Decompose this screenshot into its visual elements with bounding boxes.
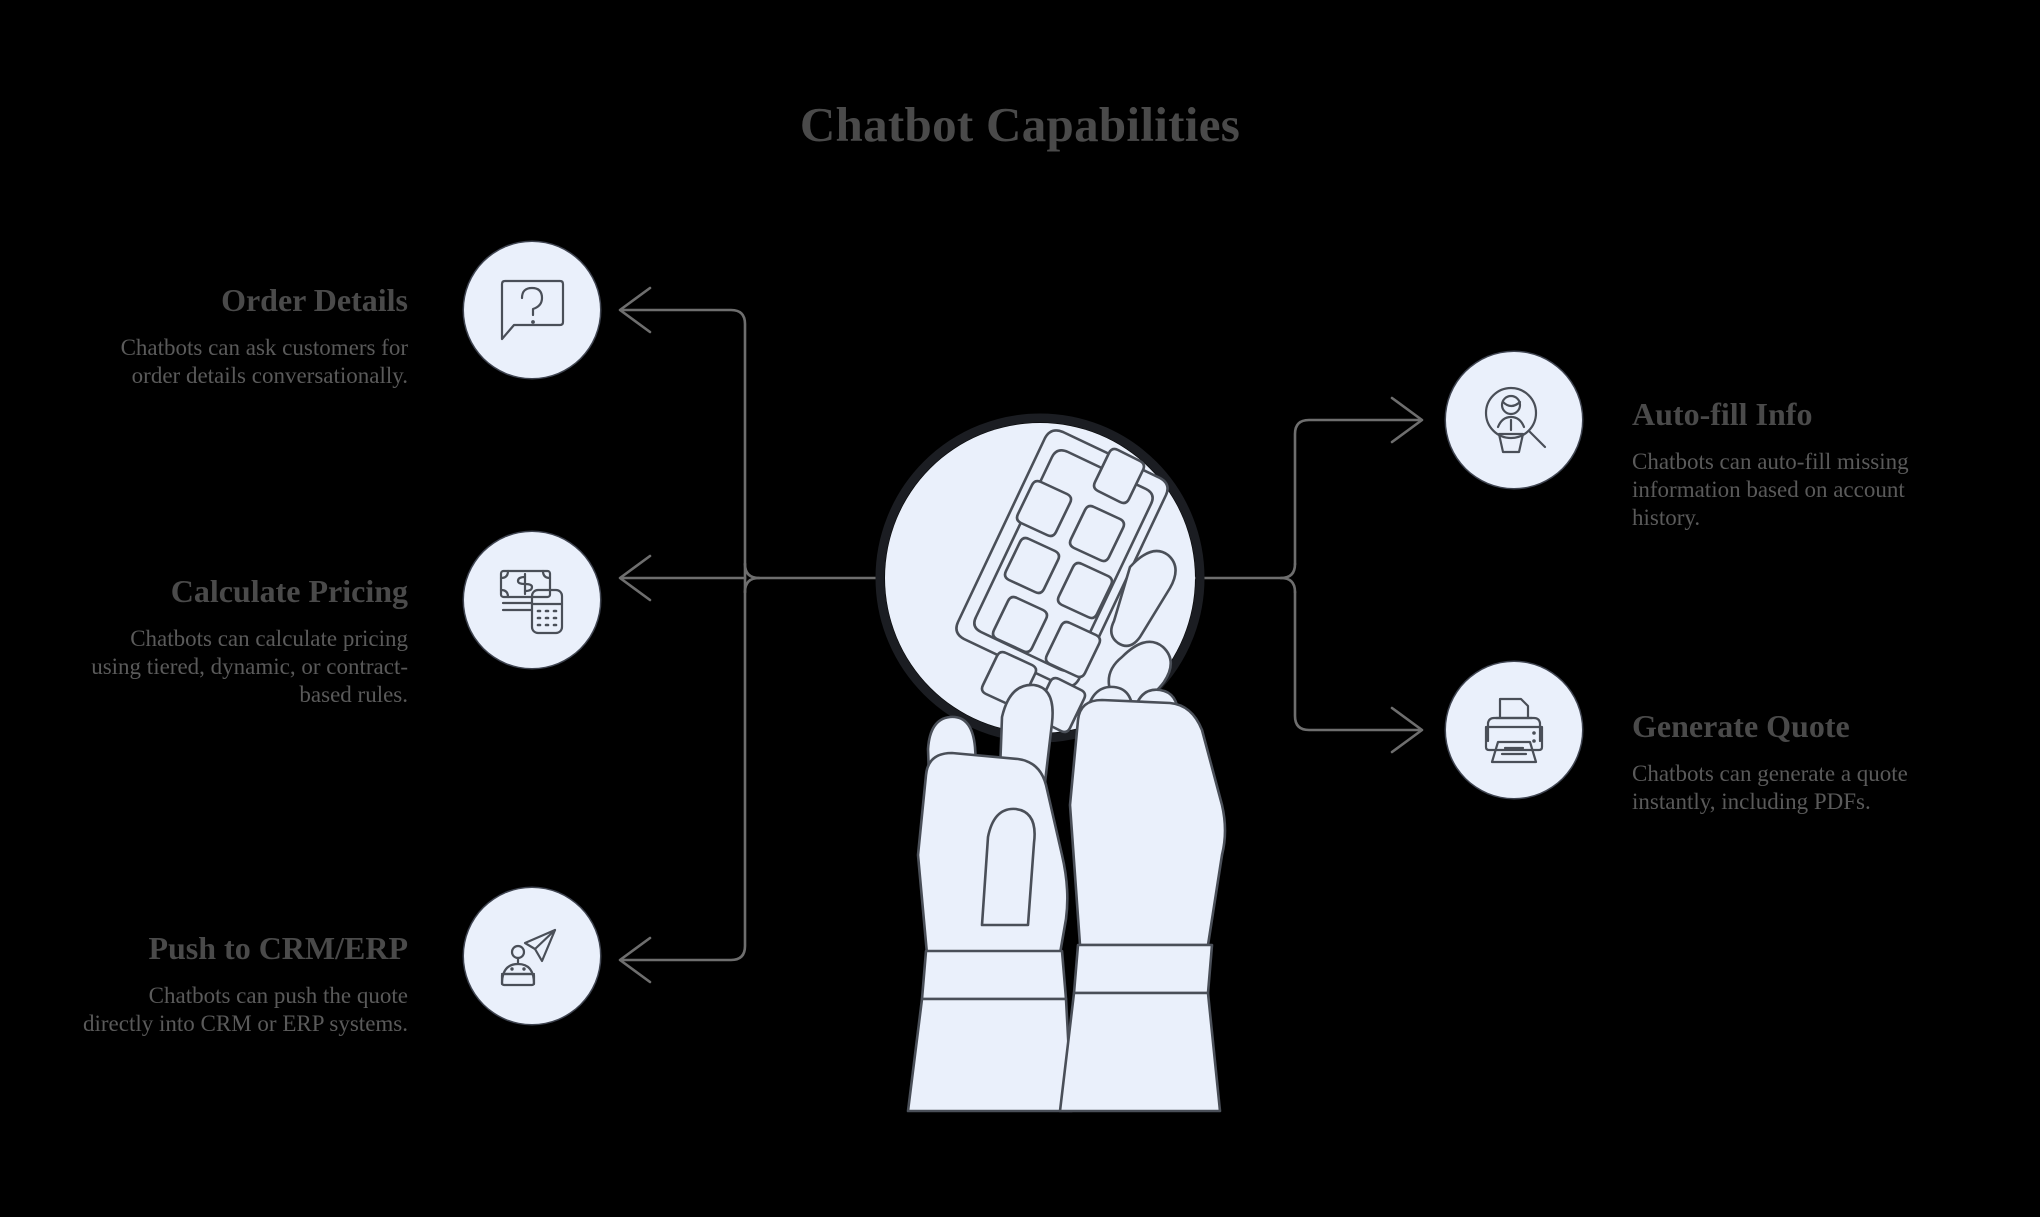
calculator-key (1003, 536, 1061, 595)
calculator-key (1056, 561, 1114, 620)
arrowhead-left-2 (618, 554, 652, 602)
printer-icon (1474, 690, 1554, 770)
block-calculate-pricing: Calculate Pricing Chatbots can calculate… (78, 573, 408, 709)
block-title: Calculate Pricing (170, 573, 408, 609)
right-corner-lower (1279, 576, 1297, 594)
right-branch-1 (1293, 418, 1422, 566)
right-hand (1068, 698, 1227, 947)
calculator-key (1068, 504, 1126, 563)
page-title: Chatbot Capabilities (799, 97, 1241, 152)
left-branch-1 (620, 308, 747, 566)
left-sleeve (906, 997, 1074, 1113)
left-branch-3 (620, 590, 747, 962)
money-calculator-icon (492, 560, 572, 640)
right-branch-2 (1293, 590, 1422, 732)
arrowhead-right-1 (1390, 396, 1424, 444)
block-body: Chatbots can calculate pricing using tie… (91, 625, 408, 707)
block-order-details: Order Details Chatbots can ask customers… (78, 282, 408, 390)
right-corner-upper (1279, 562, 1297, 580)
block-body: Chatbots can ask customers for order det… (120, 334, 408, 388)
block-body: Chatbots can auto-fill missing informati… (1632, 448, 1909, 530)
left-finger (980, 807, 1036, 927)
block-body: Chatbots can push the quote directly int… (83, 982, 408, 1036)
arrowhead-left-3 (618, 936, 652, 984)
left-corner-upper (743, 562, 761, 580)
left-cuff (920, 949, 1068, 1001)
arrowhead-left-1 (618, 286, 652, 334)
calculator-key (1092, 447, 1146, 505)
right-sleeve (1058, 991, 1222, 1113)
robot-send-icon (492, 916, 572, 996)
center-illustration (830, 385, 1250, 1115)
block-auto-fill-info: Auto-fill Info Chatbots can auto-fill mi… (1632, 396, 1962, 532)
block-title: Generate Quote (1632, 708, 1850, 744)
left-corner-lower (743, 576, 761, 594)
icon-badge-push-to-crm-erp[interactable] (464, 888, 600, 1024)
icon-badge-auto-fill-info[interactable] (1446, 352, 1582, 488)
block-push-to-crm-erp: Push to CRM/ERP Chatbots can push the qu… (78, 930, 408, 1038)
icon-badge-generate-quote[interactable] (1446, 662, 1582, 798)
icon-badge-calculate-pricing[interactable] (464, 532, 600, 668)
question-speech-bubble-icon (492, 270, 572, 350)
calculator-key (1015, 479, 1073, 538)
block-title: Auto-fill Info (1632, 396, 1813, 432)
calculator-key (1044, 620, 1102, 679)
arrowhead-right-2 (1390, 706, 1424, 754)
block-generate-quote: Generate Quote Chatbots can generate a q… (1632, 708, 1962, 816)
calculator-key (991, 595, 1049, 654)
block-title: Push to CRM/ERP (148, 930, 408, 966)
block-body: Chatbots can generate a quote instantly,… (1632, 760, 1908, 814)
right-cuff (1072, 943, 1214, 995)
icon-badge-order-details[interactable] (464, 242, 600, 378)
block-title: Order Details (221, 282, 408, 318)
right-thumb (1109, 549, 1177, 648)
user-search-icon (1474, 380, 1554, 460)
